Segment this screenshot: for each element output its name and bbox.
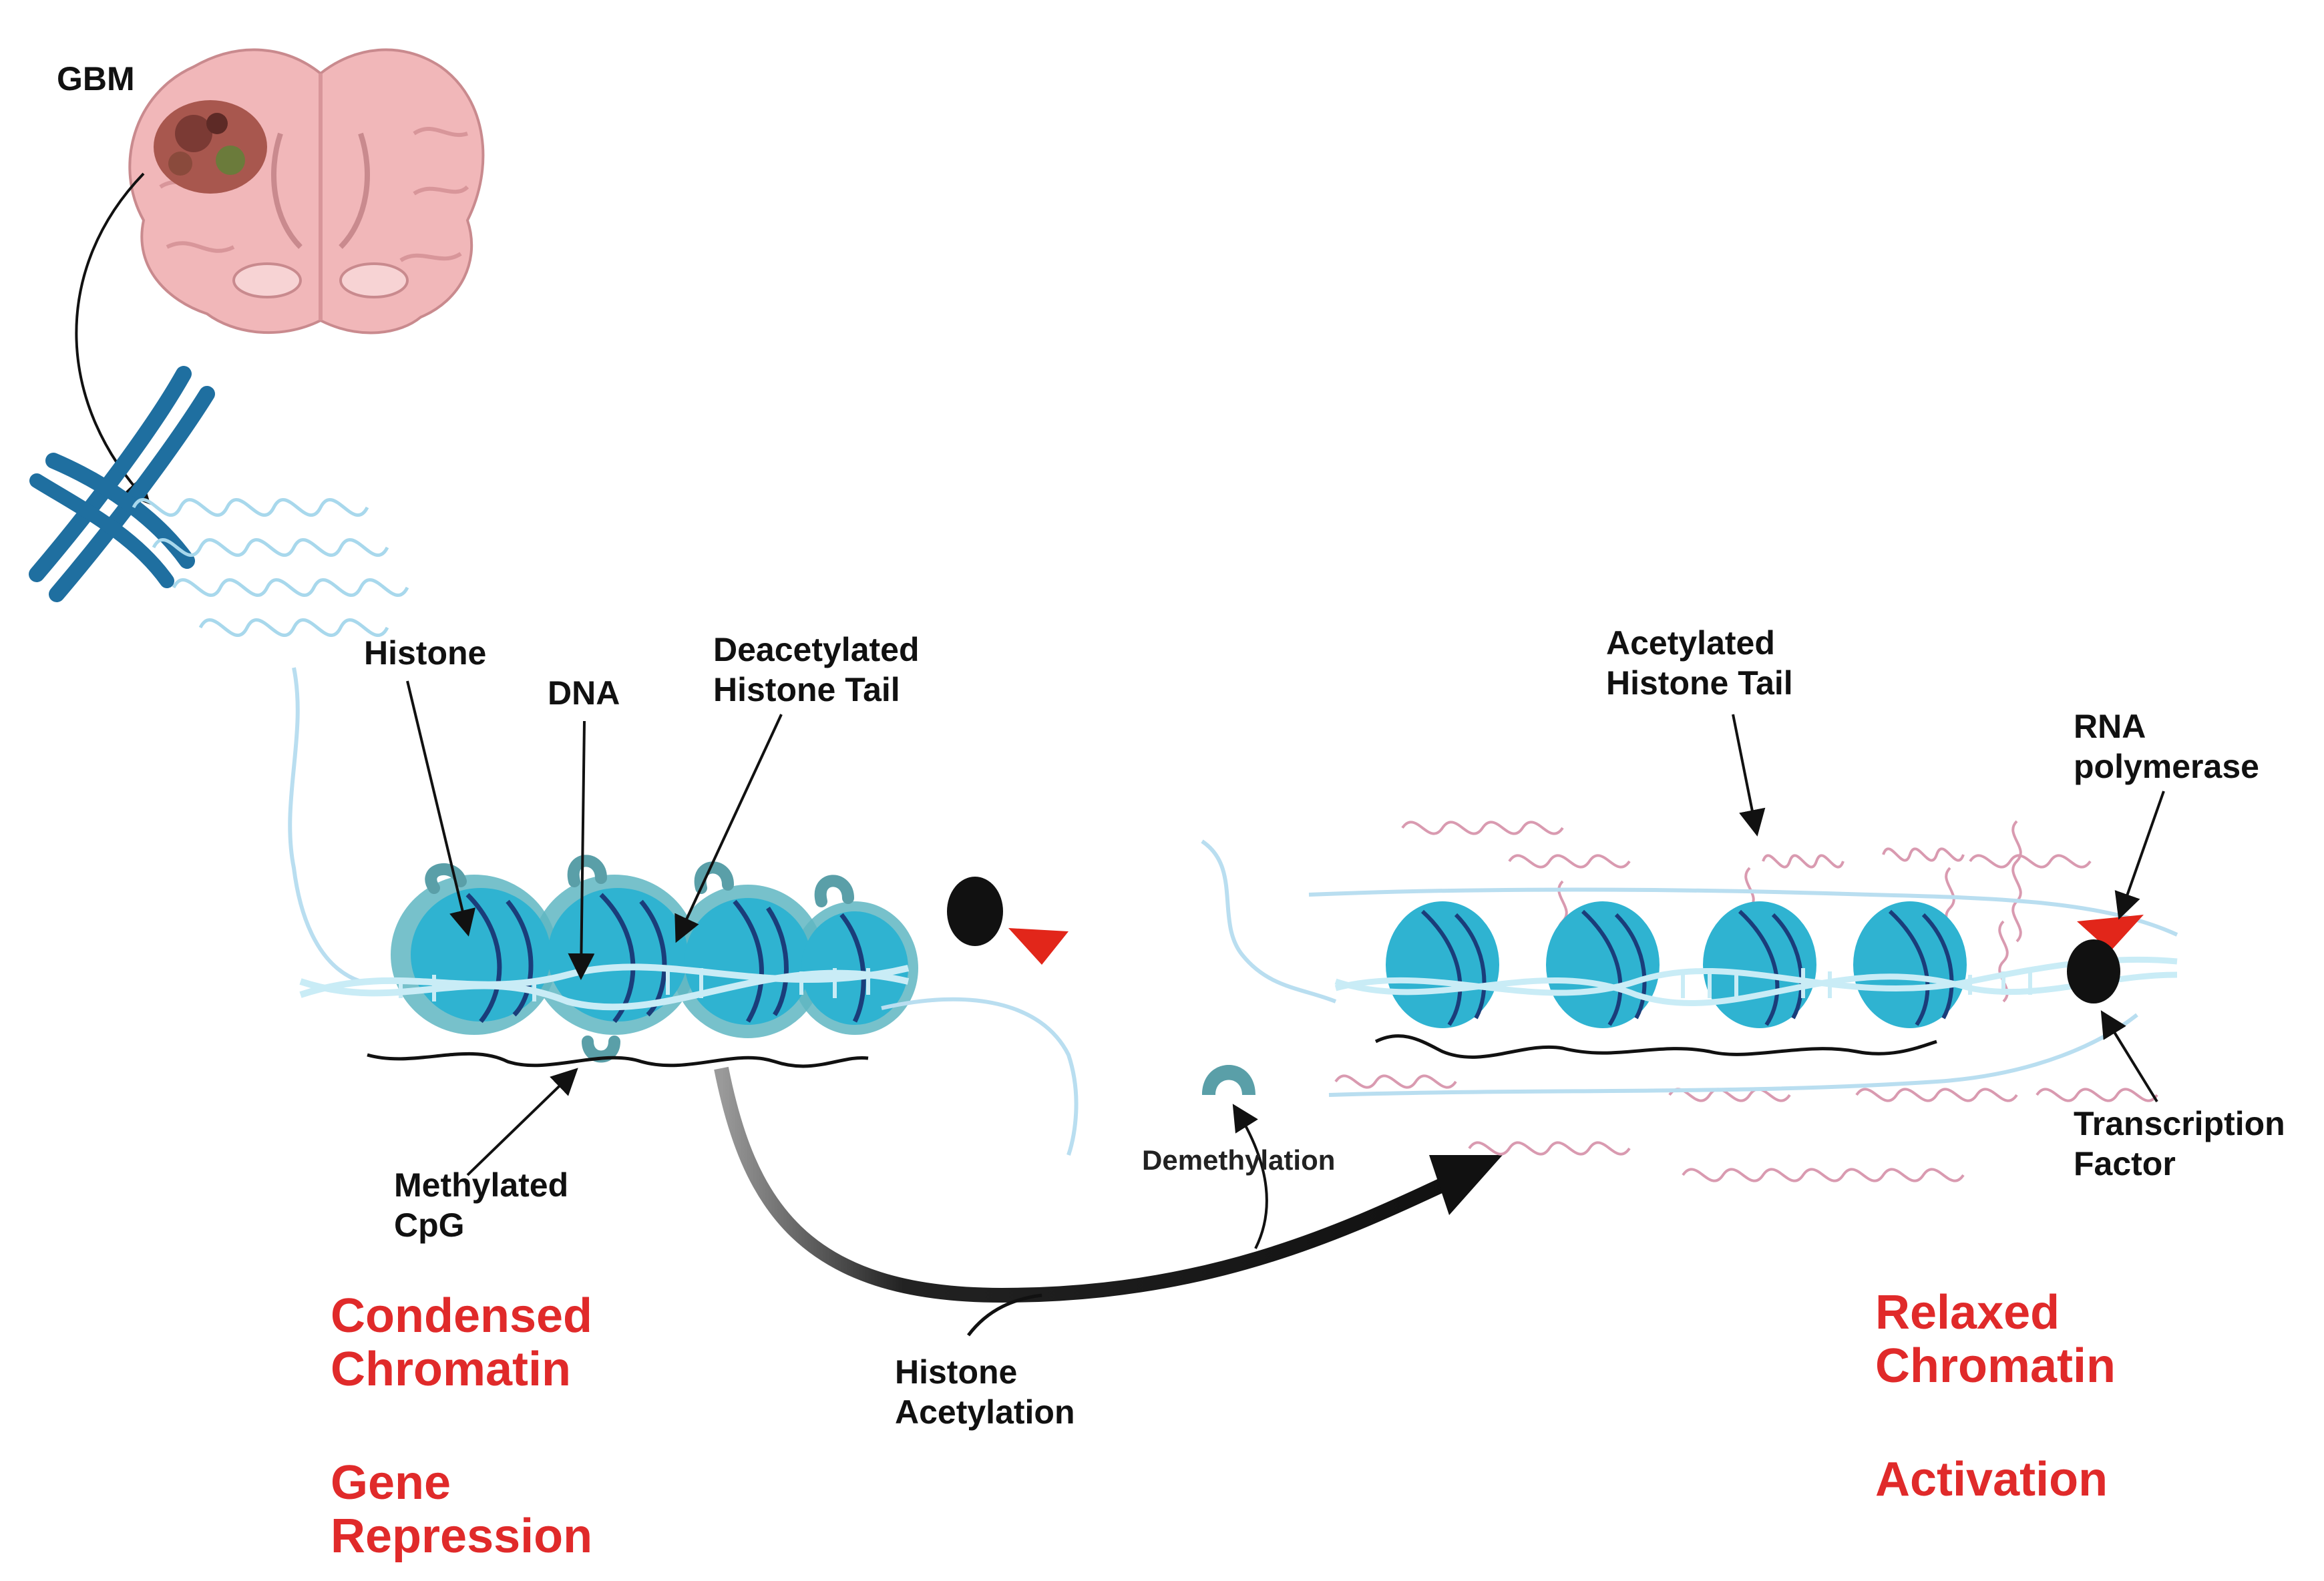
- rna-polymerase-label-line1: RNA: [2074, 708, 2146, 745]
- transcription-factor-label-line1: Transcription: [2074, 1105, 2285, 1142]
- brain-to-chromosome-arrow: [75, 172, 151, 505]
- transcription-factor-label-line2: Factor: [2074, 1145, 2176, 1182]
- relaxed-chromatin-line2: Chromatin: [1875, 1339, 2116, 1393]
- transcription-factor-pointer: [2100, 1010, 2158, 1103]
- bound-transcription-complex: [2067, 915, 2144, 1003]
- histone-pointer: [406, 680, 475, 937]
- acetylated-pointer: [1732, 714, 1766, 837]
- relaxed-chromatin: [1201, 820, 2178, 1182]
- condensed-nucleosome-cluster: [299, 855, 918, 1068]
- demethylation-label: Demethylation: [1142, 1144, 1335, 1176]
- relaxed-state-label: Relaxed Chromatin Activation: [1875, 1286, 2116, 1506]
- deacetylated-pointer: [674, 714, 783, 943]
- histone-acetylation-tick: [967, 1293, 1042, 1337]
- rna-polymerase-pointer: [2114, 790, 2165, 920]
- histone-label: Histone: [364, 634, 486, 672]
- condensed-state-label: Condensed Chromatin Gene Repression: [331, 1289, 592, 1563]
- histone-acetylation-arrowhead: [1429, 1155, 1503, 1215]
- rna-polymerase-label-line2: polymerase: [2074, 748, 2259, 785]
- gene-repression-line1: Gene: [331, 1456, 451, 1510]
- demethylation-arrow: [1232, 1104, 1268, 1249]
- histone-acetylation-label-line2: Acetylation: [895, 1393, 1075, 1431]
- methylated-pointer: [466, 1068, 578, 1176]
- dna-pointer: [568, 720, 595, 980]
- acetylated-label-line2: Histone Tail: [1606, 664, 1793, 702]
- deacetylated-label-line2: Histone Tail: [713, 671, 900, 708]
- brain-illustration: [128, 48, 485, 334]
- histone-acetylation-label-line1: Histone: [895, 1353, 1017, 1391]
- dna-coil: [132, 498, 409, 637]
- gbm-label: GBM: [57, 60, 135, 97]
- acetylated-label-line1: Acetylated: [1606, 624, 1775, 662]
- dna-strand-left: [288, 667, 361, 983]
- gene-repression-line2: Repression: [331, 1510, 592, 1563]
- condensed-chromatin-line1: Condensed: [331, 1289, 592, 1343]
- demethylase-icon: [1202, 1065, 1255, 1095]
- histone-acetylation-arrow: [714, 1066, 1452, 1303]
- deacetylated-label-line1: Deacetylated: [713, 631, 920, 668]
- chromosome-icon: [29, 366, 215, 602]
- dna-label: DNA: [548, 674, 620, 712]
- activation-label: Activation: [1875, 1453, 2108, 1506]
- dna-strand-right-of-condensed: [881, 997, 1079, 1156]
- tumor-mass: [154, 100, 267, 194]
- methylated-label-line2: CpG: [394, 1206, 465, 1244]
- condensed-chromatin-line2: Chromatin: [331, 1343, 571, 1396]
- unbound-transcription-complex: [947, 877, 1069, 965]
- relaxed-chromatin-line1: Relaxed: [1875, 1286, 2060, 1339]
- methylated-label-line1: Methylated: [394, 1166, 568, 1204]
